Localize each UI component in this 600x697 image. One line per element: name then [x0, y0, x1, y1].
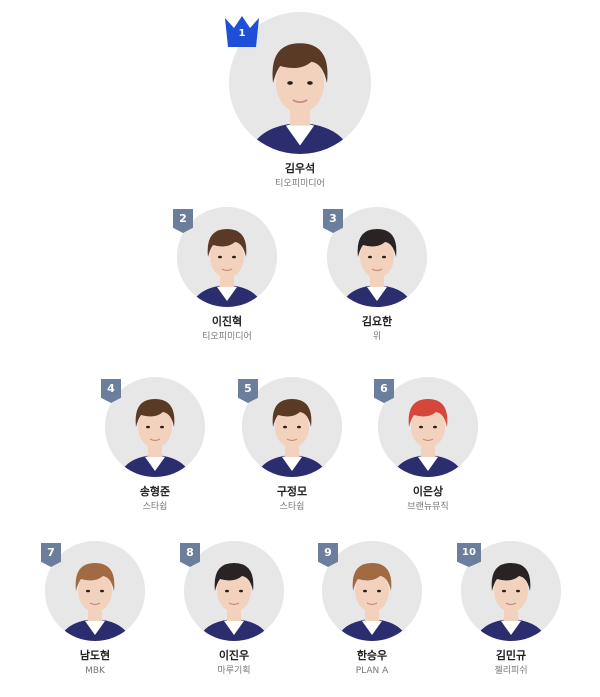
member-name: 김우석	[284, 162, 316, 175]
member-card-6[interactable]: 6 이은상 브랜뉴뮤직	[374, 377, 478, 513]
member-photo[interactable]	[327, 207, 427, 307]
member-photo[interactable]	[177, 207, 277, 307]
member-name: 남도현	[79, 649, 111, 662]
member-card-3[interactable]: 3 김요한 위	[323, 207, 427, 343]
rank-badge: 10	[457, 543, 481, 567]
member-card-10[interactable]: 10 김민규 젤리피쉬	[457, 541, 561, 677]
member-card-9[interactable]: 9 한승우 PLAN A	[318, 541, 422, 677]
portrait-illustration	[45, 541, 145, 641]
member-agency: 스타쉽	[142, 502, 168, 512]
member-agency: 티오피미디어	[275, 179, 325, 189]
member-card-4[interactable]: 4 송형준 스타쉽	[101, 377, 205, 513]
member-name: 이진우	[218, 649, 250, 662]
member-card-2[interactable]: 2 이진혁 티오피미디어	[173, 207, 277, 343]
member-name: 구정모	[276, 485, 308, 498]
rank-badge: 2	[173, 209, 193, 233]
rank-badge: 6	[374, 379, 394, 403]
member-photo[interactable]	[184, 541, 284, 641]
portrait-illustration	[177, 207, 277, 307]
portrait-illustration	[322, 541, 422, 641]
member-card-7[interactable]: 7 남도현 MBK	[41, 541, 145, 677]
member-card-5[interactable]: 5 구정모 스타쉽	[238, 377, 342, 513]
rank-badge: 5	[238, 379, 258, 403]
rank-badge: 9	[318, 543, 338, 567]
member-photo[interactable]	[105, 377, 205, 477]
member-name: 김요한	[361, 315, 393, 328]
member-name: 이진혁	[211, 315, 243, 328]
portrait-illustration	[242, 377, 342, 477]
rank-badge: 3	[323, 209, 343, 233]
member-photo[interactable]	[45, 541, 145, 641]
member-photo[interactable]	[322, 541, 422, 641]
member-photo[interactable]	[378, 377, 478, 477]
portrait-illustration	[327, 207, 427, 307]
crown-icon: 1	[223, 14, 261, 48]
member-agency: 위	[372, 332, 382, 342]
portrait-illustration	[184, 541, 284, 641]
member-agency: 브랜뉴뮤직	[407, 502, 449, 512]
member-agency: MBK	[85, 666, 105, 676]
rank-badge: 7	[41, 543, 61, 567]
member-name: 이은상	[412, 485, 444, 498]
member-name: 송형준	[139, 485, 171, 498]
member-name: 김민규	[495, 649, 527, 662]
member-agency: 젤리피쉬	[494, 666, 528, 676]
portrait-illustration	[378, 377, 478, 477]
member-photo[interactable]	[242, 377, 342, 477]
member-card-1[interactable]: 1 김우석 티오피미디어	[225, 12, 371, 190]
member-agency: 스타쉽	[279, 502, 305, 512]
member-agency: 티오피미디어	[202, 332, 252, 342]
member-card-8[interactable]: 8 이진우 마루기획	[180, 541, 284, 677]
rank-number: 1	[238, 28, 246, 39]
member-agency: PLAN A	[355, 666, 389, 676]
member-agency: 마루기획	[217, 666, 251, 676]
portrait-illustration	[105, 377, 205, 477]
rank-badge: 8	[180, 543, 200, 567]
member-name: 한승우	[356, 649, 388, 662]
rank-badge: 4	[101, 379, 121, 403]
